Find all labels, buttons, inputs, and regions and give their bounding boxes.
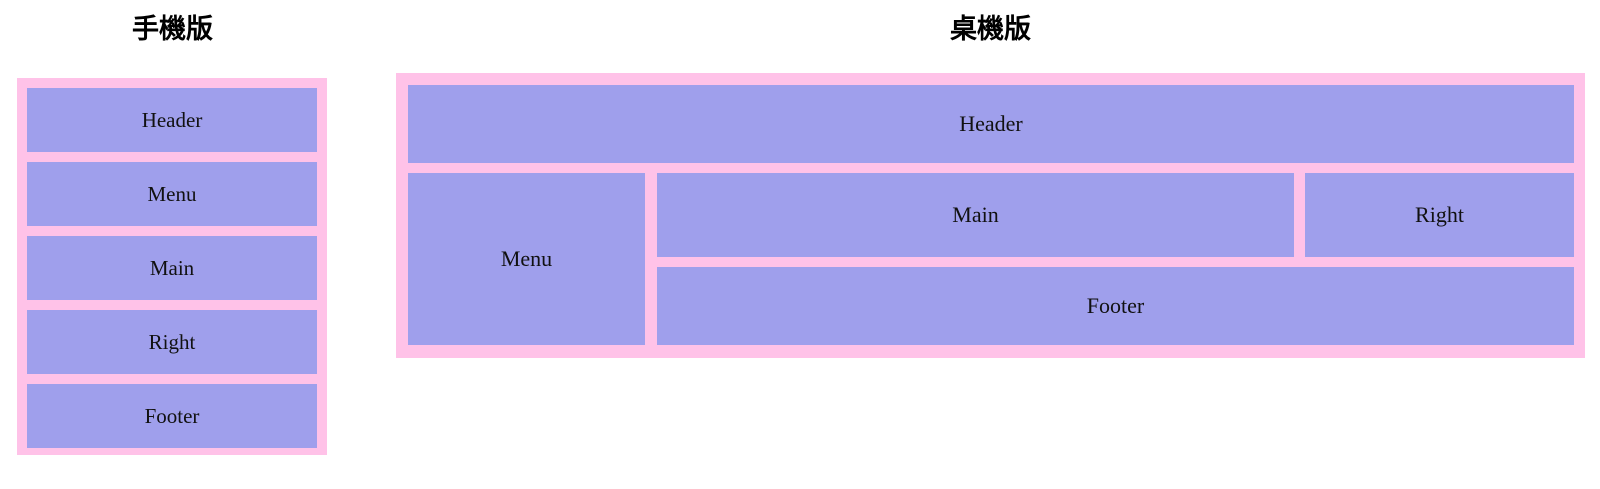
mobile-menu-label: Menu <box>147 181 197 206</box>
desktop-layout-frame: Header Menu Main Right Footer <box>396 73 1585 358</box>
mobile-section-title: 手機版 <box>132 14 213 44</box>
desktop-right-label: Right <box>1415 202 1464 227</box>
mobile-block-main: Main <box>27 236 317 300</box>
desktop-block-menu: Menu <box>408 173 645 345</box>
desktop-block-right: Right <box>1305 173 1574 257</box>
desktop-block-footer: Footer <box>657 267 1574 345</box>
mobile-block-menu: Menu <box>27 162 317 226</box>
mobile-main-label: Main <box>149 255 195 280</box>
mobile-footer-label: Footer <box>144 403 200 428</box>
mobile-right-label: Right <box>148 329 196 354</box>
mobile-header-label: Header <box>141 107 203 132</box>
desktop-footer-label: Footer <box>1086 293 1145 318</box>
desktop-block-main: Main <box>657 173 1294 257</box>
desktop-header-label: Header <box>959 111 1023 136</box>
mobile-block-header: Header <box>27 88 317 152</box>
desktop-main-label: Main <box>952 202 999 227</box>
mobile-block-right: Right <box>27 310 317 374</box>
desktop-block-header: Header <box>408 85 1574 163</box>
desktop-menu-label: Menu <box>500 246 553 271</box>
mobile-layout-frame: Header Menu Main Right Footer <box>17 78 327 455</box>
mobile-block-footer: Footer <box>27 384 317 448</box>
desktop-section-title: 桌機版 <box>950 14 1031 44</box>
